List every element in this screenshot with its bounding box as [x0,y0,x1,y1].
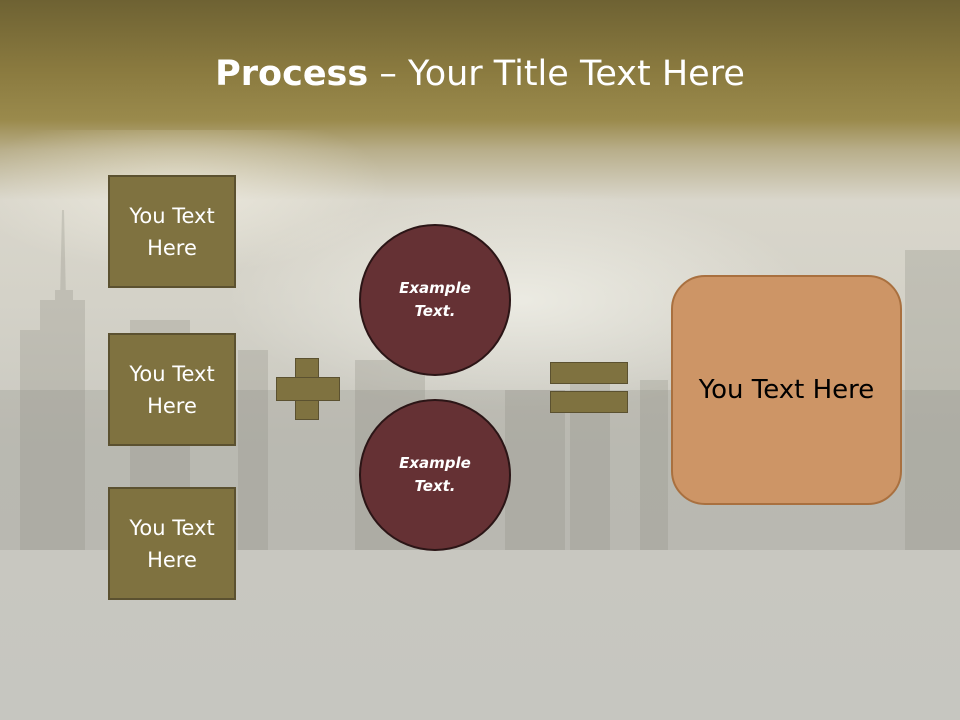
text-box-1: You Text Here [108,175,236,288]
text-box-3: You Text Here [108,487,236,600]
result-box-label: You Text Here [698,375,875,405]
example-circle-2: Example Text. [359,399,511,551]
example-circle-2-label: Example Text. [399,454,471,495]
text-box-2-label: You Text Here [129,361,215,418]
plus-icon [276,358,340,420]
result-box: You Text Here [671,275,902,505]
example-circle-1-label: Example Text. [399,279,471,320]
example-circle-1: Example Text. [359,224,511,376]
slide-title: Process – Your Title Text Here [0,50,960,98]
title-rest: – Your Title Text Here [368,54,745,94]
equals-bar-bottom [550,391,628,413]
text-box-2: You Text Here [108,333,236,446]
equals-bar-top [550,362,628,384]
title-strong: Process [215,54,369,94]
text-box-1-label: You Text Here [129,203,215,260]
text-box-3-label: You Text Here [129,515,215,572]
